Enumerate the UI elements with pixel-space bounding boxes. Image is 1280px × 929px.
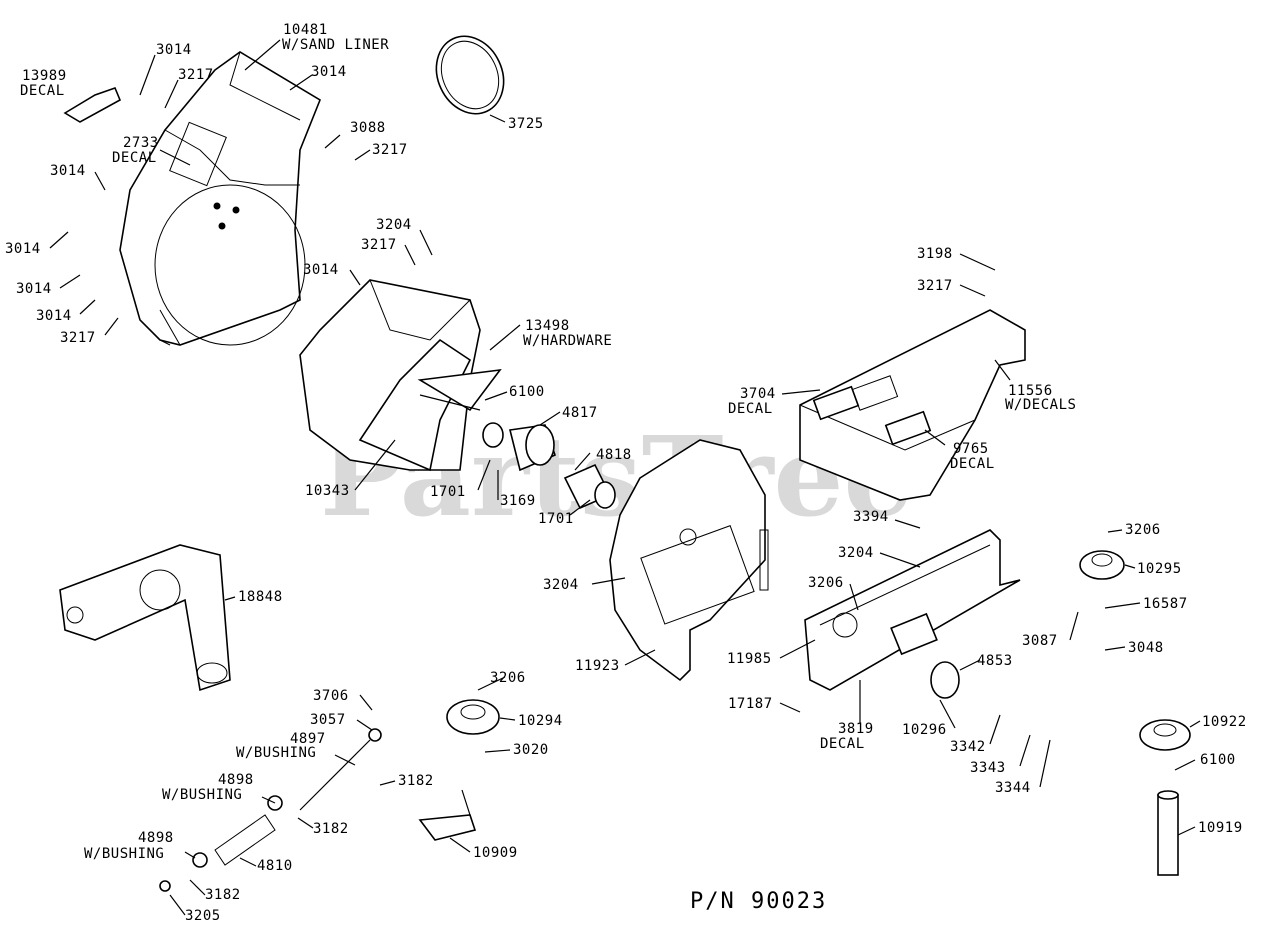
callout-11556-decals: W/DECALS [1005, 397, 1076, 413]
callout-4898: 4898 [218, 772, 254, 788]
callout-3394: 3394 [853, 509, 889, 525]
callout-3206: 3206 [1125, 522, 1161, 538]
backplate-11923-part [609, 439, 769, 682]
callout-3169: 3169 [500, 493, 536, 509]
callout-10294: 10294 [518, 713, 563, 729]
callout-labels: 13989 DECAL 3014 3217 10481 W/SAND LINER… [5, 22, 1247, 924]
callout-3182: 3182 [205, 887, 241, 903]
callout-4897-bushing: W/BUSHING [236, 745, 316, 761]
callout-4898-bushing: W/BUSHING [162, 787, 242, 803]
callout-9765-decal: DECAL [950, 456, 995, 472]
callout-3217: 3217 [372, 142, 408, 158]
callout-13498-hardware: W/HARDWARE [523, 333, 612, 349]
callout-3014: 3014 [5, 241, 41, 257]
callout-13989-decal: DECAL [20, 83, 65, 99]
callout-3048: 3048 [1128, 640, 1164, 656]
callout-4897: 4897 [290, 731, 326, 747]
callout-3182: 3182 [398, 773, 434, 789]
callout-13498: 13498 [525, 318, 570, 334]
callout-3204: 3204 [838, 545, 874, 561]
leader-lines [49, 39, 1201, 916]
spring-rod-parts [159, 728, 382, 892]
callout-10922: 10922 [1202, 714, 1247, 730]
callout-3014: 3014 [303, 262, 339, 278]
callout-3057: 3057 [310, 712, 346, 728]
bracket-10909-part [418, 789, 477, 841]
callout-3014: 3014 [50, 163, 86, 179]
shaft-10919-part [1157, 790, 1179, 876]
callout-10909: 10909 [473, 845, 518, 861]
callout-4898-bushing: W/BUSHING [84, 846, 164, 862]
callout-3217: 3217 [917, 278, 953, 294]
callout-17187: 17187 [728, 696, 773, 712]
callout-18848: 18848 [238, 589, 283, 605]
callout-1701: 1701 [538, 511, 574, 527]
callout-16587: 16587 [1143, 596, 1188, 612]
callout-9765: 9765 [953, 441, 989, 457]
callout-3343: 3343 [970, 760, 1006, 776]
callout-4810: 4810 [257, 858, 293, 874]
callout-3198: 3198 [917, 246, 953, 262]
callout-11923: 11923 [575, 658, 620, 674]
callout-3014: 3014 [36, 308, 72, 324]
callout-3725: 3725 [508, 116, 544, 132]
cover-11556-part [799, 309, 1026, 501]
callout-3819-decal: DECAL [820, 736, 865, 752]
callout-3182: 3182 [313, 821, 349, 837]
callout-3087: 3087 [1022, 633, 1058, 649]
belt-18848-part [59, 544, 231, 692]
callout-1701: 1701 [430, 484, 466, 500]
callout-3014: 3014 [156, 42, 192, 58]
callout-3217: 3217 [60, 330, 96, 346]
impeller-part [299, 279, 502, 472]
blower-housing-part [119, 51, 321, 346]
callout-3819: 3819 [838, 721, 874, 737]
callout-4818: 4818 [596, 447, 632, 463]
callout-2733: 2733 [123, 135, 159, 151]
callout-3014: 3014 [311, 64, 347, 80]
callout-3020: 3020 [513, 742, 549, 758]
callout-3204: 3204 [376, 217, 412, 233]
callout-3204: 3204 [543, 577, 579, 593]
callout-10481-liner: W/SAND LINER [282, 37, 389, 53]
callout-3704-decal: DECAL [728, 401, 773, 417]
callout-3206: 3206 [808, 575, 844, 591]
decal-13989-part [63, 86, 122, 123]
callout-10296: 10296 [902, 722, 947, 738]
pulley-parts [446, 550, 1191, 751]
callout-10919: 10919 [1198, 820, 1243, 836]
callout-10343: 10343 [305, 483, 350, 499]
callout-3205: 3205 [185, 908, 221, 924]
clamp-3725-part [435, 35, 505, 115]
callout-3217: 3217 [178, 67, 214, 83]
callout-10481: 10481 [283, 22, 328, 38]
callout-3342: 3342 [950, 739, 986, 755]
callout-3088: 3088 [350, 120, 386, 136]
callout-4898: 4898 [138, 830, 174, 846]
callout-3344: 3344 [995, 780, 1031, 796]
part-number-label: P/N 90023 [690, 889, 827, 914]
callout-3206: 3206 [490, 670, 526, 686]
bearing-parts [482, 422, 616, 510]
callout-6100: 6100 [509, 384, 545, 400]
callout-4817: 4817 [562, 405, 598, 421]
callout-11556: 11556 [1008, 383, 1053, 399]
callout-11985: 11985 [727, 651, 772, 667]
callout-4853: 4853 [977, 653, 1013, 669]
callout-6100: 6100 [1200, 752, 1236, 768]
callout-3706: 3706 [313, 688, 349, 704]
callout-3217: 3217 [361, 237, 397, 253]
callout-13989: 13989 [22, 68, 67, 84]
callout-10295: 10295 [1137, 561, 1182, 577]
callout-2733-decal: DECAL [112, 150, 157, 166]
chassis-11985-part [804, 529, 1021, 691]
callout-3704: 3704 [740, 386, 776, 402]
callout-3014: 3014 [16, 281, 52, 297]
